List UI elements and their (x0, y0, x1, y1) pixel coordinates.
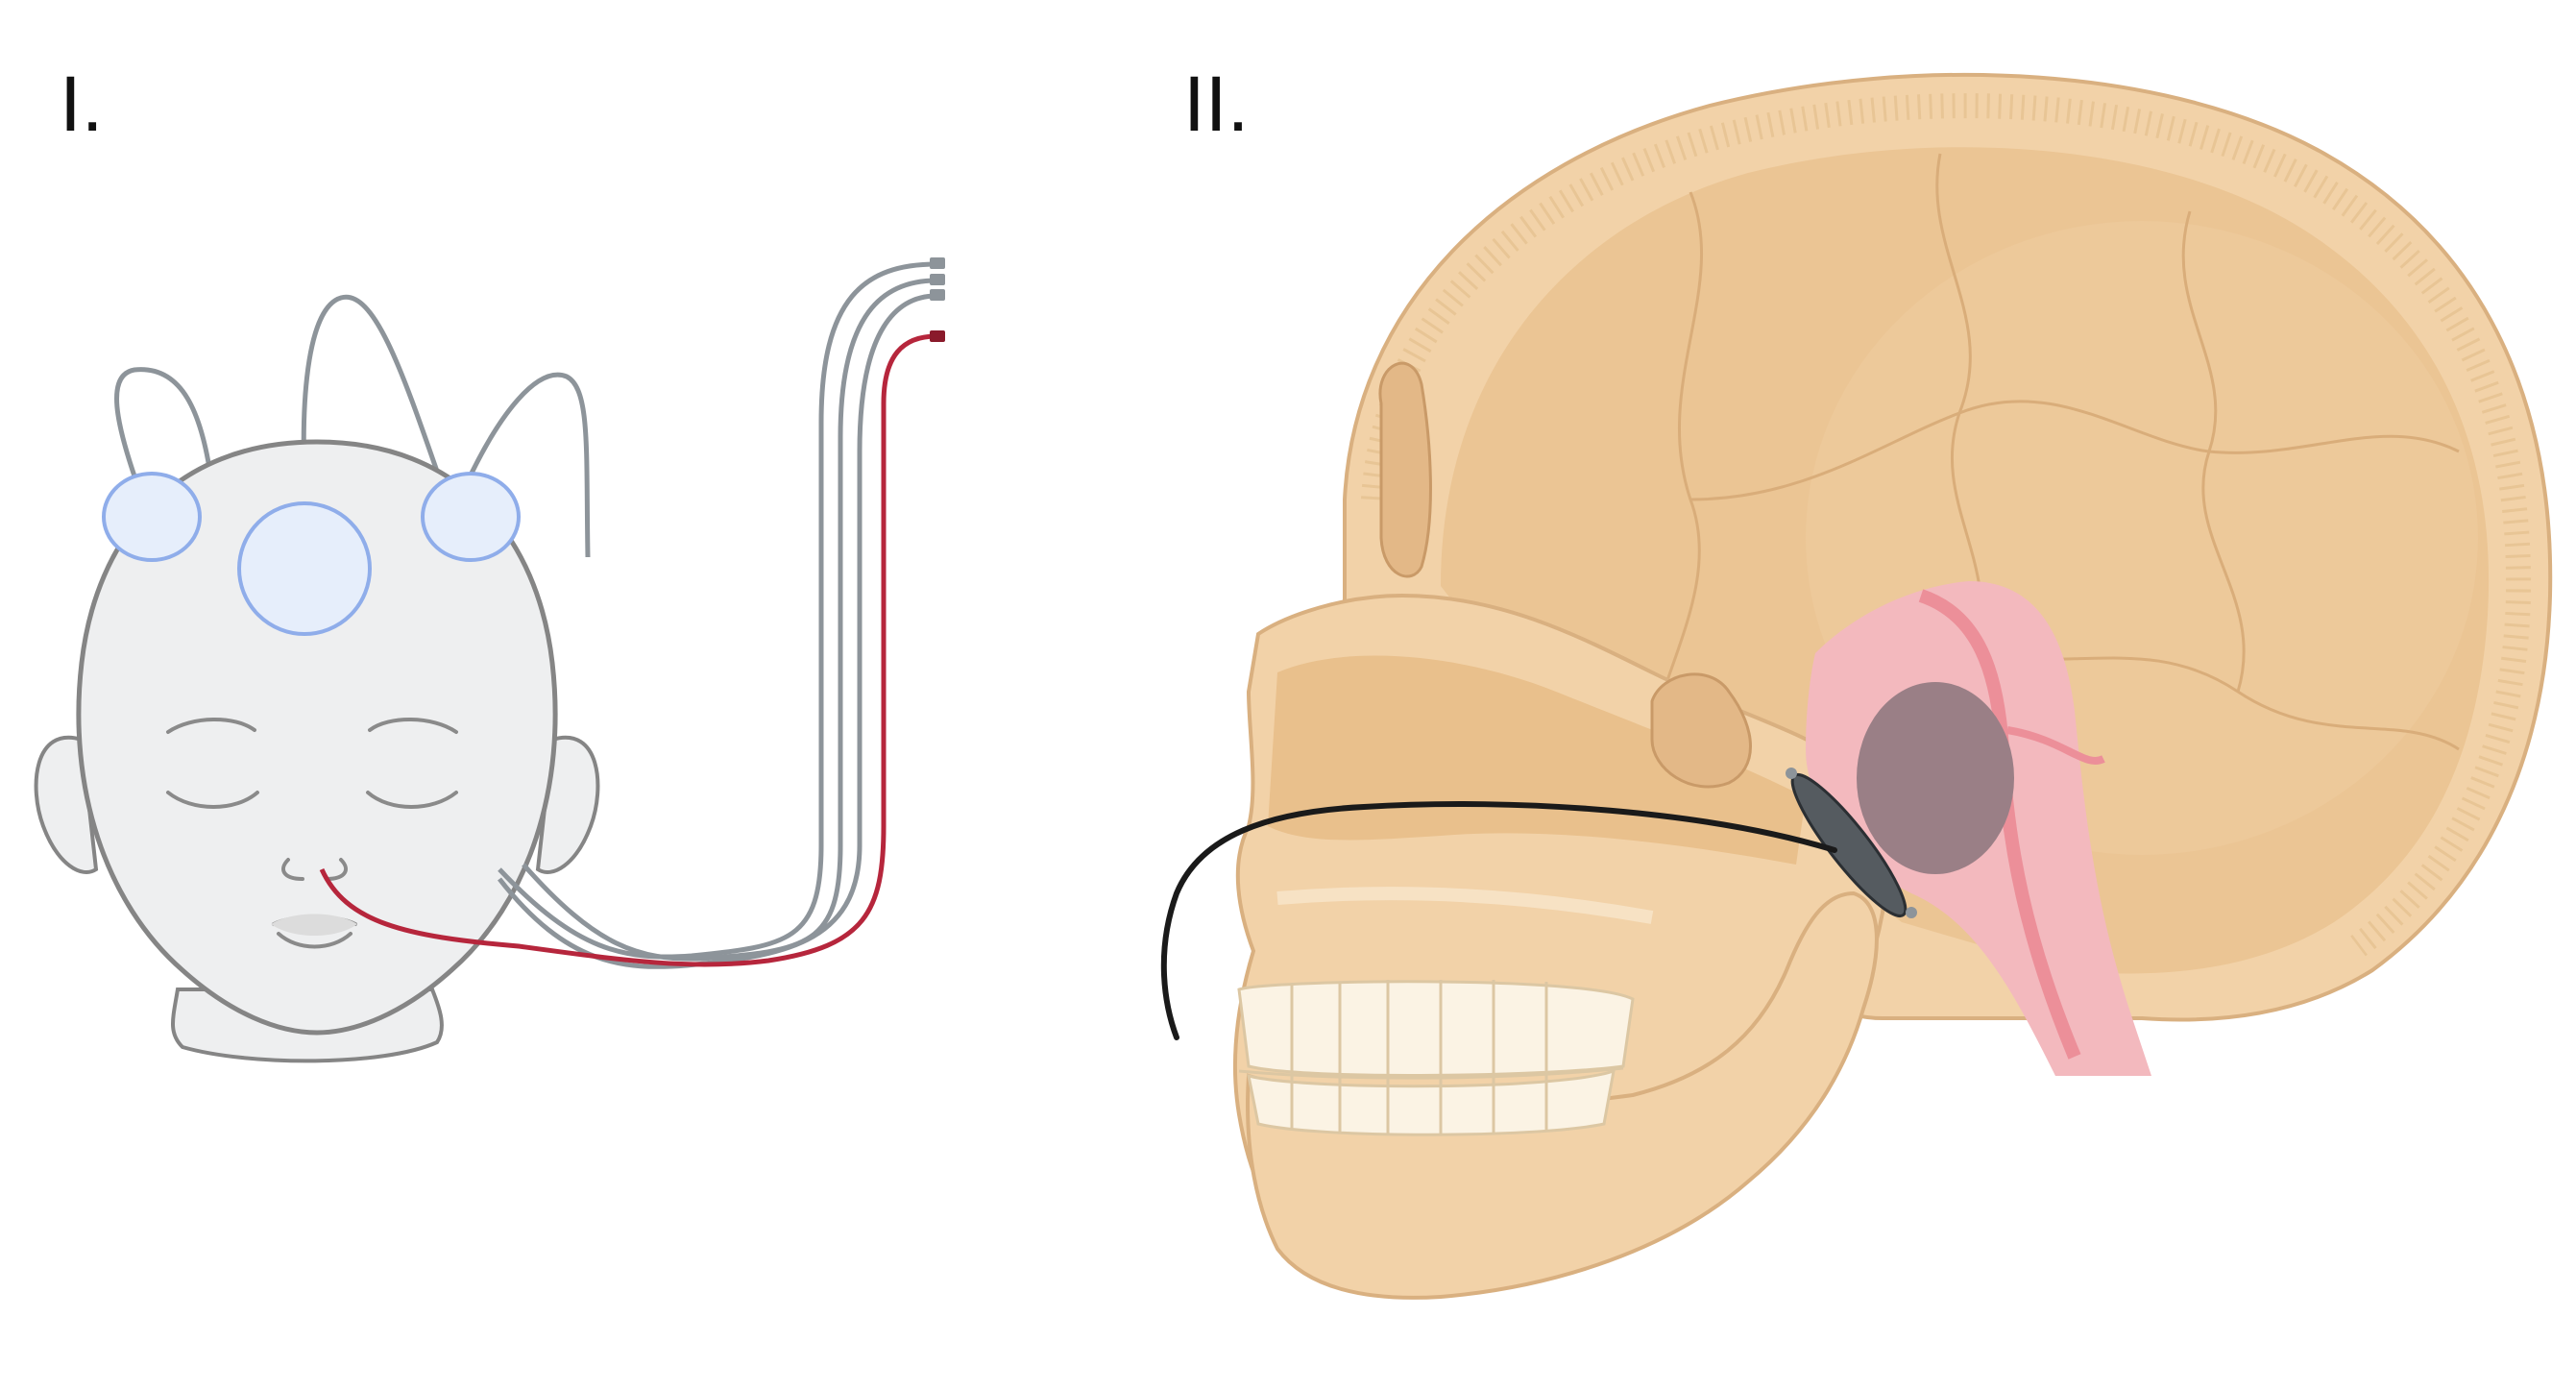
nasal-cavity (1268, 655, 1806, 865)
red-lead-connector (930, 330, 945, 342)
nodose-ganglion (1857, 682, 2014, 874)
frontal-sinus (1378, 361, 1432, 578)
sphenoid-sinus (1650, 672, 1752, 789)
infant-head (76, 439, 558, 1036)
infant-mouth (271, 914, 357, 936)
electrode-right (421, 472, 521, 562)
teeth (1237, 980, 1635, 1136)
mandible (1246, 890, 1879, 1300)
panel-1-infant-head (34, 257, 945, 1063)
hard-palate (1276, 887, 1654, 924)
panel-label-2: II. (1183, 61, 1250, 148)
nasal-probe-wire (319, 333, 937, 967)
electrode-center (237, 501, 372, 636)
electrode-left (102, 472, 202, 562)
probe-wire (1160, 801, 1837, 1040)
eeg-electrodes (102, 472, 521, 636)
panel-label-1: I. (60, 61, 104, 148)
lead-connectors (930, 257, 945, 301)
panel-2-skull-section (1160, 72, 2553, 1300)
vagus-probe (1786, 768, 1917, 918)
pink-branch (2006, 726, 2105, 765)
electrode-lead-loops (114, 294, 591, 558)
